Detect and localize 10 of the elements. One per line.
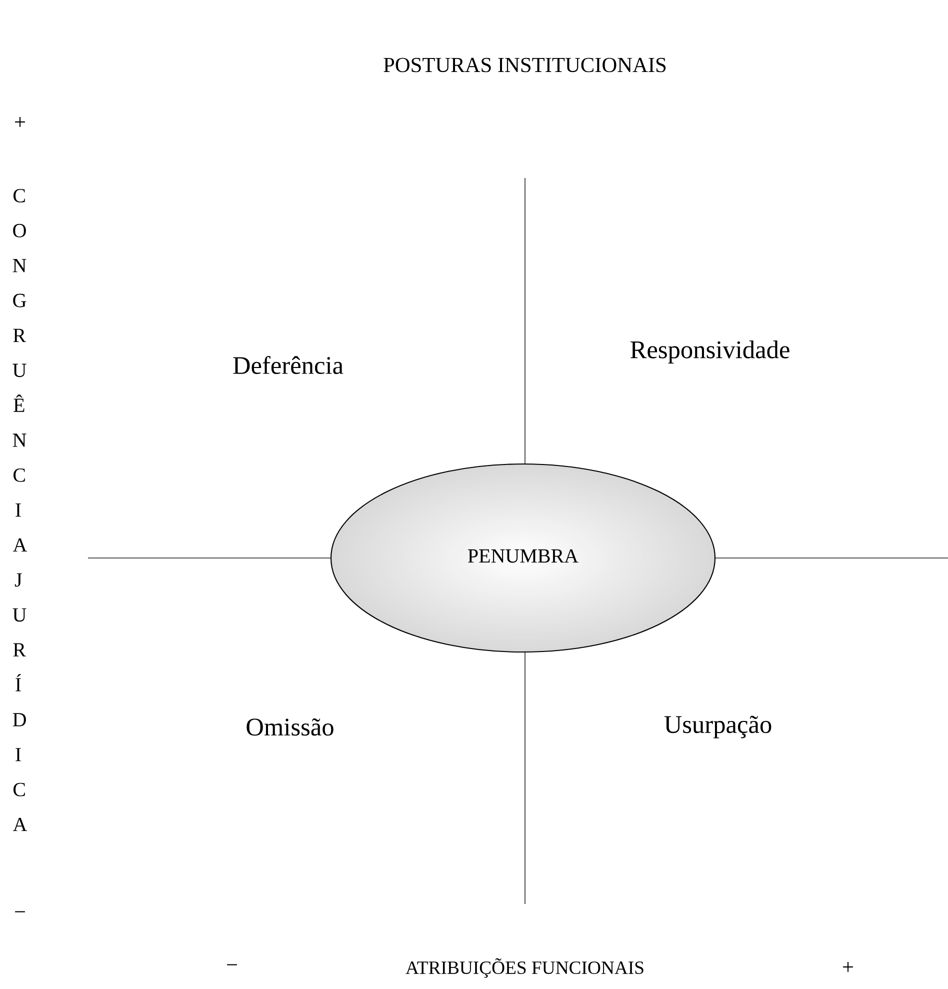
axis-sign: + [15, 116, 25, 127]
axis-title: CONGRUÊNCIA JURÍDICA [12, 189, 28, 832]
quadrant-label: Usurpação [664, 716, 772, 738]
axis-sign: − [15, 911, 25, 912]
title: POSTURAS INSTITUCIONAIS [384, 58, 666, 72]
quadrant-label: Omissão [246, 718, 334, 736]
quadrant-label: Deferência [233, 356, 344, 374]
axis-title: ATRIBUIÇÕES FUNCIONAIS [406, 958, 644, 978]
axis-sign: + [843, 962, 853, 972]
axis-sign: − [227, 964, 237, 966]
